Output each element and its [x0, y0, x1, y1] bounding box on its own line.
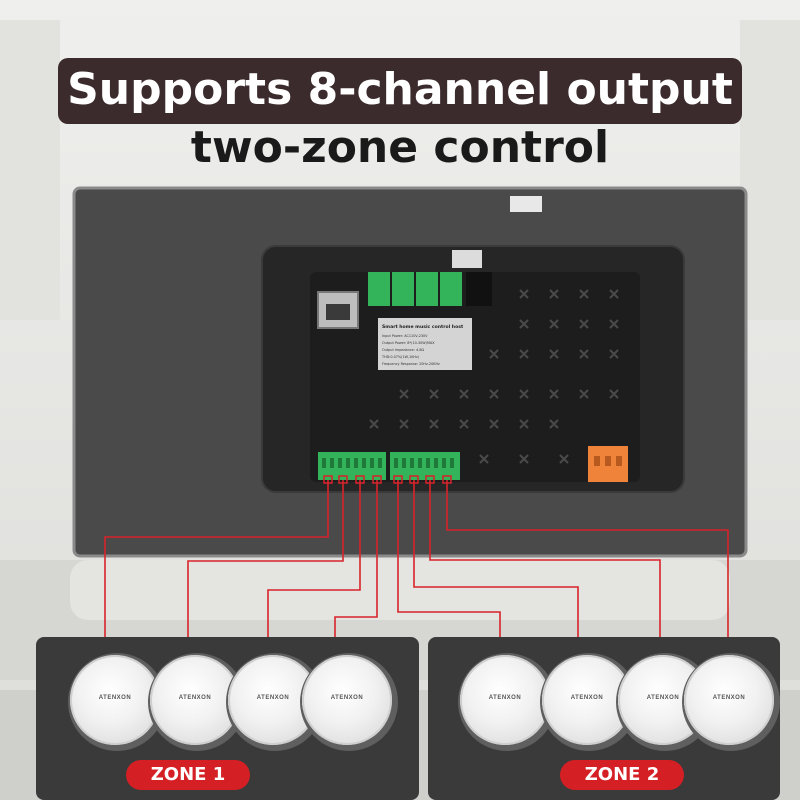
speaker-brand: ATENXON: [178, 695, 212, 701]
headline: Supports 8-channel output: [67, 64, 733, 115]
spec-label-line: Output Impedance: 4-8Ω: [382, 348, 424, 352]
speaker-brand: ATENXON: [256, 695, 290, 701]
ceiling-speaker: ATENXON: [150, 655, 240, 745]
zone-2-badge: ZONE 2: [560, 760, 684, 790]
spec-label-line: Input Power: AC110V-230V: [382, 334, 428, 338]
spec-label-plate: [378, 318, 472, 370]
ceiling-speaker: ATENXON: [460, 655, 550, 745]
ceiling-speaker: ATENXON: [542, 655, 632, 745]
speaker-wires: [104, 480, 729, 650]
spec-label-line: THD:0.07%(1W,1KHz): [381, 355, 420, 359]
speaker-brand: ATENXON: [488, 695, 522, 701]
headline-banner: [58, 58, 742, 124]
speaker-brand: ATENXON: [570, 695, 604, 701]
spec-label-title: Smart home music control host: [382, 324, 464, 330]
zone-2-panel: ATENXON ATENXON ATENXON ATENXON: [428, 637, 780, 800]
barcode-sticker: [510, 196, 542, 212]
speaker-brand: ATENXON: [712, 695, 746, 701]
vent-pattern: [369, 289, 619, 464]
top-terminal-blocks: [368, 272, 462, 306]
subheadline: two-zone control: [190, 122, 610, 173]
zone-1-badge: ZONE 1: [126, 760, 250, 790]
speaker-brand: ATENXON: [646, 695, 680, 701]
speaker-brand: ATENXON: [98, 695, 132, 701]
speaker-brand: ATENXON: [330, 695, 364, 701]
spec-label-line: Frequency Response: 20Hz-20KHz: [382, 362, 440, 366]
spec-label-line: Output Power: 8*(10-30W)MAX: [382, 341, 435, 345]
ceiling-speaker: ATENXON: [70, 655, 160, 745]
ceiling-speaker: ATENXON: [302, 655, 392, 745]
wire-contacts: [323, 475, 452, 484]
ceiling-speaker: ATENXON: [684, 655, 774, 745]
